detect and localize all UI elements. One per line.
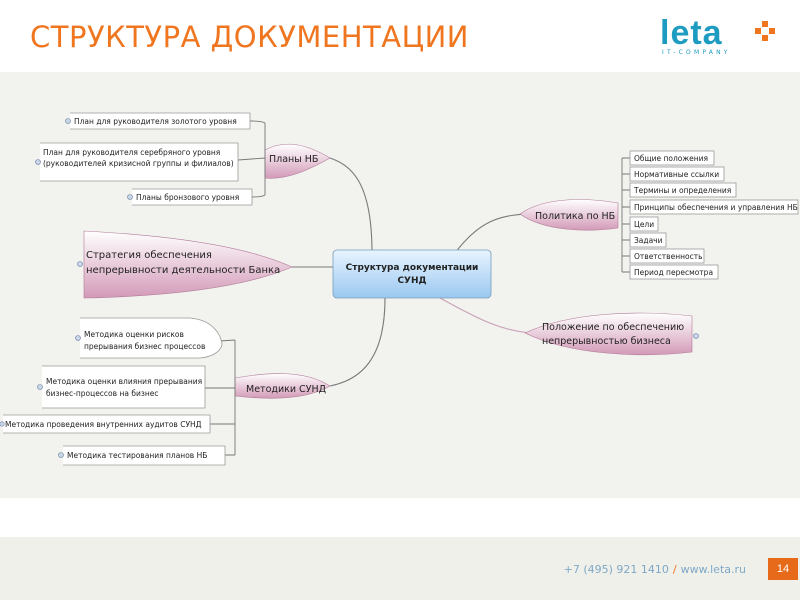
politika-item-text: Период пересмотра xyxy=(634,268,713,277)
metodiki-item-1[interactable] xyxy=(80,317,223,359)
expand-icon[interactable] xyxy=(127,194,133,200)
logo-mark-icon xyxy=(755,21,775,41)
expand-icon[interactable] xyxy=(65,118,71,124)
politika-node[interactable] xyxy=(519,199,619,231)
politika-item-text: Термины и определения xyxy=(633,186,731,195)
mindmap: Планы НБ План для руководителя золотого … xyxy=(0,112,799,466)
footer-phone: +7 (495) 921 1410 xyxy=(563,563,669,576)
politika-item-text: Цели xyxy=(634,220,654,229)
politika-item-text: Нормативные ссылки xyxy=(634,170,719,179)
politika-item[interactable] xyxy=(629,182,737,198)
connector-polozhenie xyxy=(439,297,531,334)
politika-item[interactable] xyxy=(629,166,725,182)
politika-items: Общие положения Нормативные ссылки Терми… xyxy=(622,150,799,280)
expand-icon[interactable] xyxy=(77,261,83,267)
connector-plany xyxy=(329,157,373,254)
plany-item-2-line-2: (руководителей кризисной группы и филиал… xyxy=(43,159,234,168)
politika-label: Политика по НБ xyxy=(535,211,615,222)
center-line-1: Структура документации xyxy=(346,263,479,273)
metodiki-item-4[interactable] xyxy=(63,445,226,466)
plany-item-1[interactable] xyxy=(70,112,251,130)
metodiki-item-1-line-2: прерывания бизнес процессов xyxy=(84,342,205,351)
polozhenie-node[interactable] xyxy=(524,312,693,356)
expand-icon[interactable] xyxy=(35,159,41,165)
polozhenie-line-1: Положение по обеспечению xyxy=(542,322,684,333)
politika-item[interactable] xyxy=(629,248,705,264)
plany-label: Планы НБ xyxy=(269,154,318,165)
politika-item[interactable] xyxy=(629,264,719,280)
plany-item-2-line-1: План для руководителя серебряного уровня xyxy=(43,148,220,157)
strategy-node[interactable] xyxy=(83,230,293,299)
plany-item-2[interactable] xyxy=(40,142,239,182)
expand-icon[interactable] xyxy=(58,452,64,458)
politika-item-text: Ответственность xyxy=(634,252,703,261)
polozhenie-line-2: непрерывностью бизнеса xyxy=(542,336,671,347)
expand-icon[interactable] xyxy=(693,333,699,339)
footer-contact: +7 (495) 921 1410/www.leta.ru xyxy=(564,563,746,576)
strategy-line-1: Стратегия обеспечения xyxy=(86,250,212,261)
politika-item-text: Принципы обеспечения и управления НБ xyxy=(634,203,798,212)
politika-item[interactable] xyxy=(629,216,659,232)
metodiki-item-1-line-1: Методика оценки рисков xyxy=(84,330,184,339)
plany-ticks xyxy=(237,120,266,198)
header: СТРУКТУРА ДОКУМЕНТАЦИИ leta IT-COMPANY xyxy=(0,0,800,72)
metodiki-item-2-line-2: бизнес-процессов на бизнес xyxy=(46,389,158,398)
politika-item[interactable] xyxy=(629,199,799,215)
connector-metodiki xyxy=(329,297,386,387)
footer xyxy=(0,537,800,600)
metodiki-label: Методики СУНД xyxy=(246,384,326,395)
center-node[interactable] xyxy=(332,249,492,299)
center-line-2: СУНД xyxy=(397,276,426,286)
metodiki-item-2[interactable] xyxy=(42,365,206,409)
plany-item-1-text: План для руководителя золотого уровня xyxy=(74,117,237,126)
politika-item-text: Задачи xyxy=(634,236,663,245)
metodiki-item-3-text: Методика проведения внутренних аудитов С… xyxy=(5,420,202,429)
plany-item-3[interactable] xyxy=(132,188,253,206)
logo-subtitle: IT-COMPANY xyxy=(662,49,731,56)
expand-icon[interactable] xyxy=(75,335,81,341)
expand-icon[interactable] xyxy=(0,421,5,427)
logo-text: leta xyxy=(660,14,723,52)
metodiki-item-2-line-1: Методика оценки влияния прерывания xyxy=(46,377,202,386)
plany-item-3-text: Планы бронзового уровня xyxy=(136,193,239,202)
footer-separator: / xyxy=(672,563,677,576)
metodiki-item-4-text: Методика тестирования планов НБ xyxy=(67,451,207,460)
connector-politika xyxy=(454,213,526,254)
footer-site-link[interactable]: www.leta.ru xyxy=(680,563,746,576)
company-logo: leta IT-COMPANY xyxy=(660,16,780,60)
metodiki-ticks xyxy=(205,339,236,456)
metodiki-item-3[interactable] xyxy=(3,414,211,434)
politika-item[interactable] xyxy=(629,232,667,248)
expand-icon[interactable] xyxy=(37,384,43,390)
politika-item[interactable] xyxy=(629,150,715,166)
slide-title: СТРУКТУРА ДОКУМЕНТАЦИИ xyxy=(30,20,469,54)
strategy-line-2: непрерывности деятельности Банка xyxy=(86,265,280,276)
page-number: 14 xyxy=(768,558,798,580)
politika-item-text: Общие положения xyxy=(634,154,708,163)
